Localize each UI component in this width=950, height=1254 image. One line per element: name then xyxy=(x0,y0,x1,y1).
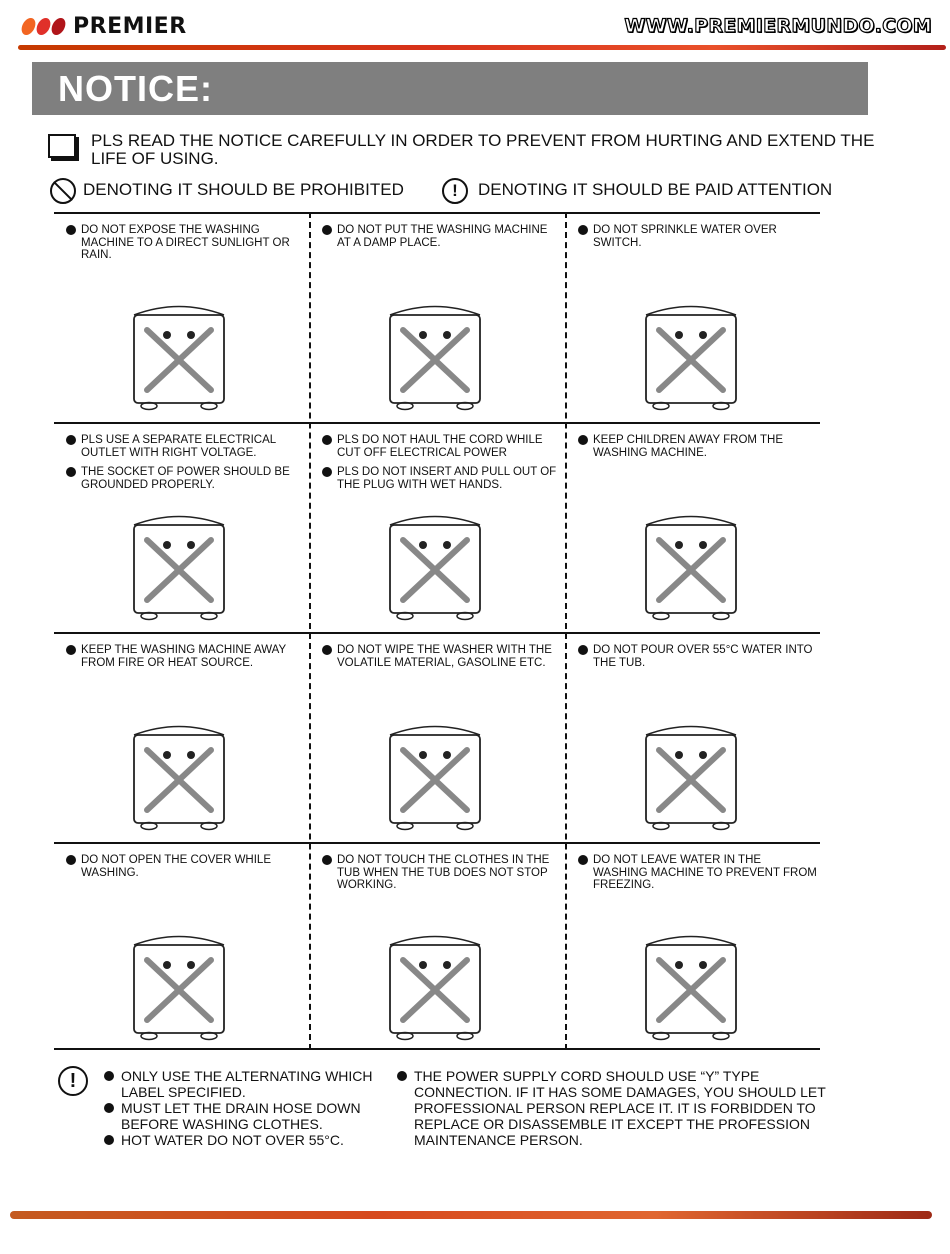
warning-cell: PLS DO NOT HAUL THE CORD WHILE CUT OFF E… xyxy=(310,422,565,630)
brand-logo: PREMIER xyxy=(19,14,187,39)
website-link[interactable]: WWW.PREMIERMUNDO.COM xyxy=(624,14,933,37)
legend-prohibited: DENOTING IT SHOULD BE PROHIBITED xyxy=(83,180,404,199)
warning-cell: DO NOT WIPE THE WASHER WITH THE VOLATILE… xyxy=(310,632,565,840)
warning-cell: DO NOT PUT THE WASHING MACHINE AT A DAMP… xyxy=(310,212,565,420)
intro-text: PLS READ THE NOTICE CAREFULLY IN ORDER T… xyxy=(91,131,875,168)
warning-cell: DO NOT OPEN THE COVER WHILE WASHING. xyxy=(54,842,309,1050)
attention-icon: ! xyxy=(442,178,468,204)
warning-text: DO NOT SPRINKLE WATER OVER SWITCH. xyxy=(578,224,818,249)
washer-gasoline-icon xyxy=(389,725,481,831)
warning-text: DO NOT WIPE THE WASHER WITH THE VOLATILE… xyxy=(322,644,562,669)
prohibited-icon xyxy=(50,178,76,204)
logo-dot xyxy=(19,18,38,35)
logo-dot xyxy=(49,18,68,35)
washer-damp-place-icon xyxy=(389,305,481,411)
warning-cell: DO NOT TOUCH THE CLOTHES IN THE TUB WHEN… xyxy=(310,842,565,1050)
warning-text: KEEP THE WASHING MACHINE AWAY FROM FIRE … xyxy=(66,644,306,669)
checkbox-icon xyxy=(48,134,76,158)
footer-item: ONLY USE THE ALTERNATING WHICH LABEL SPE… xyxy=(104,1068,394,1100)
child-climbing-washer-icon xyxy=(645,515,737,621)
legend-attention: DENOTING IT SHOULD BE PAID ATTENTION xyxy=(478,180,833,199)
warning-cell: KEEP CHILDREN AWAY FROM THE WASHING MACH… xyxy=(566,422,821,630)
warning-cell: DO NOT SPRINKLE WATER OVER SWITCH. xyxy=(566,212,821,420)
warning-text: PLS DO NOT INSERT AND PULL OUT OF THE PL… xyxy=(322,466,562,491)
logo-dot xyxy=(34,18,53,35)
notice-banner: NOTICE: xyxy=(32,62,868,115)
warning-text: DO NOT TOUCH THE CLOTHES IN THE TUB WHEN… xyxy=(322,854,562,892)
hot-water-tub-icon xyxy=(645,725,737,831)
warning-text: THE SOCKET OF POWER SHOULD BE GROUNDED P… xyxy=(66,466,306,491)
washer-near-fire-icon xyxy=(133,725,225,831)
page-header: PREMIER WWW.PREMIERMUNDO.COM xyxy=(0,0,950,60)
warning-text: DO NOT PUT THE WASHING MACHINE AT A DAMP… xyxy=(322,224,562,249)
warning-text: DO NOT OPEN THE COVER WHILE WASHING. xyxy=(66,854,306,879)
warning-text: PLS USE A SEPARATE ELECTRICAL OUTLET WIT… xyxy=(66,434,306,459)
warning-cell: DO NOT LEAVE WATER IN THE WASHING MACHIN… xyxy=(566,842,821,1050)
footer-item: HOT WATER DO NOT OVER 55°C. xyxy=(104,1132,394,1148)
warning-cell: DO NOT EXPOSE THE WASHING MACHINE TO A D… xyxy=(54,212,309,420)
warning-text: DO NOT LEAVE WATER IN THE WASHING MACHIN… xyxy=(578,854,818,892)
power-strip-icon xyxy=(133,515,225,621)
footer-notes: ! ONLY USE THE ALTERNATING WHICH LABEL S… xyxy=(54,1062,874,1152)
warning-cell: PLS USE A SEPARATE ELECTRICAL OUTLET WIT… xyxy=(54,422,309,630)
washer-freezing-icon xyxy=(645,935,737,1041)
warning-text: DO NOT EXPOSE THE WASHING MACHINE TO A D… xyxy=(66,224,306,262)
warning-text: PLS DO NOT HAUL THE CORD WHILE CUT OFF E… xyxy=(322,434,562,459)
washer-in-rain-icon xyxy=(133,305,225,411)
symbol-legend: DENOTING IT SHOULD BE PROHIBITED ! DENOT… xyxy=(50,178,870,204)
brand-name: PREMIER xyxy=(73,14,187,39)
water-on-switch-icon xyxy=(645,305,737,411)
spinning-tub-icon xyxy=(389,935,481,1041)
header-divider xyxy=(18,45,946,50)
notice-title: NOTICE: xyxy=(58,68,213,109)
warning-cell: KEEP THE WASHING MACHINE AWAY FROM FIRE … xyxy=(54,632,309,840)
washer-cover-open-icon xyxy=(133,935,225,1041)
warning-cell: DO NOT POUR OVER 55°C WATER INTO THE TUB… xyxy=(566,632,821,840)
warning-text: DO NOT POUR OVER 55°C WATER INTO THE TUB… xyxy=(578,644,818,669)
footer-divider xyxy=(10,1211,932,1219)
footer-item: MUST LET THE DRAIN HOSE DOWN BEFORE WASH… xyxy=(104,1100,394,1132)
warning-text: KEEP CHILDREN AWAY FROM THE WASHING MACH… xyxy=(578,434,818,459)
wall-plug-hand-icon xyxy=(389,515,481,621)
attention-icon: ! xyxy=(58,1066,88,1096)
footer-item: THE POWER SUPPLY CORD SHOULD USE “Y” TYP… xyxy=(397,1068,857,1148)
warning-grid: DO NOT EXPOSE THE WASHING MACHINE TO A D… xyxy=(54,212,820,1050)
